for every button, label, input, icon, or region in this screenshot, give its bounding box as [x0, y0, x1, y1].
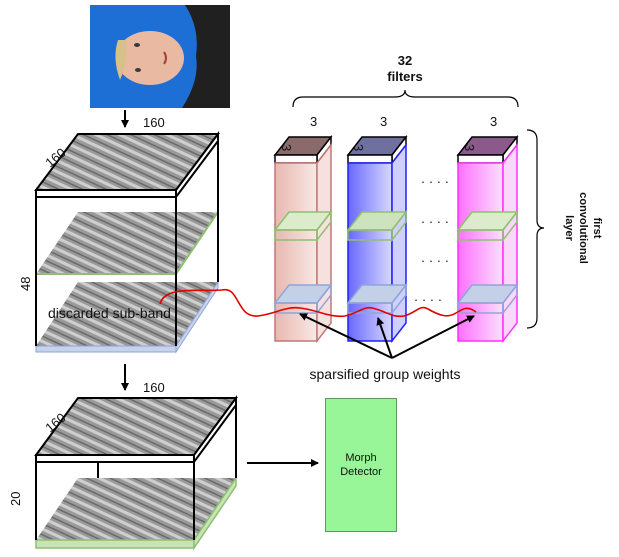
layer-label-line2: convolutional	[577, 192, 589, 264]
filter-red-width-label: 3	[310, 114, 317, 129]
filters-brace	[292, 89, 519, 108]
red-connection-curve	[159, 289, 477, 318]
dots-row-2: · · · ·	[421, 214, 449, 229]
filter-magenta-height-label: 3	[462, 144, 477, 151]
weights-arrows	[299, 313, 475, 359]
sparsified-weights-label: sparsified group weights	[310, 366, 461, 382]
layer-label: first convolutional layer	[563, 192, 603, 264]
layer-label-line1: first	[591, 218, 603, 239]
filter-magenta-width-label: 3	[490, 114, 497, 129]
filter-red-height-label: 3	[279, 144, 294, 151]
block2-depth-label: 20	[8, 492, 23, 506]
layer-label-line3: layer	[563, 215, 575, 241]
block1-cube	[34, 131, 220, 354]
face-photo	[90, 5, 230, 108]
morph-detector-box: Morph Detector	[325, 398, 397, 532]
dots-row-4: · · · ·	[414, 292, 442, 307]
block1-width-label: 160	[143, 115, 165, 130]
dots-row-1: · · · ·	[421, 174, 449, 189]
layer-brace	[526, 129, 545, 329]
filter-red	[273, 134, 333, 344]
filters-word: filters	[387, 69, 422, 84]
block1-depth-label: 48	[18, 277, 33, 291]
block2-width-label: 160	[143, 380, 165, 395]
block2-cube	[34, 394, 238, 551]
filter-blue-width-label: 3	[380, 114, 387, 129]
filter-blue-height-label: 3	[351, 144, 366, 151]
filter-magenta	[456, 134, 519, 344]
dots-row-3: · · · ·	[421, 253, 449, 268]
filter-blue	[346, 134, 408, 344]
filters-count: 32	[398, 53, 412, 68]
discarded-subband-label: discarded sub-band	[48, 305, 171, 321]
